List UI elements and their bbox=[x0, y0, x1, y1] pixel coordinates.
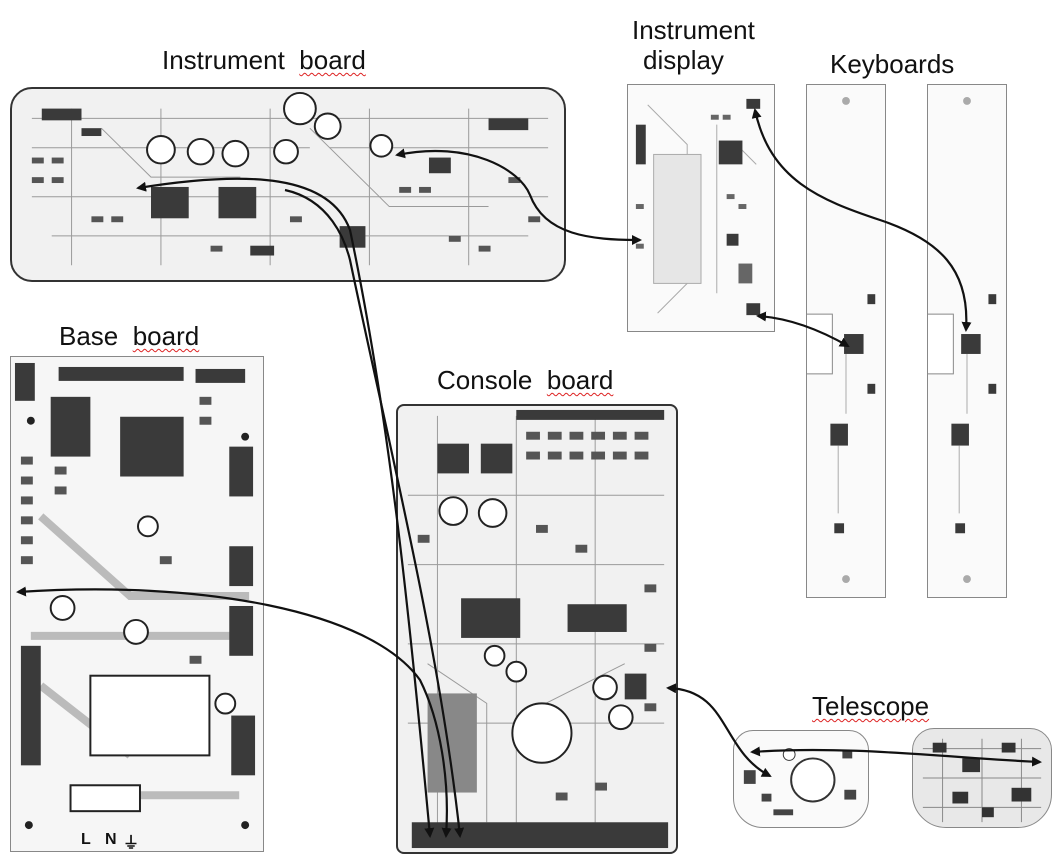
instrument-board-title-word: Instrument bbox=[162, 45, 285, 75]
base-board-title: Base board bbox=[59, 322, 199, 350]
instrument-board bbox=[10, 87, 566, 282]
terminal-neutral: N bbox=[105, 831, 117, 849]
console-board-title-word-2: board bbox=[547, 365, 614, 395]
instrument-display-circuit bbox=[628, 85, 774, 331]
console-board-circuit bbox=[398, 406, 676, 852]
console-board-title: Console board bbox=[437, 366, 613, 394]
telescope-board-2-circuit bbox=[913, 729, 1051, 827]
keyboard-1-circuit bbox=[807, 85, 885, 597]
terminal-earth-icon: ⏚ bbox=[123, 829, 139, 852]
instrument-display-title-line1: Instrument bbox=[632, 16, 755, 44]
terminal-live: L bbox=[81, 831, 91, 849]
keyboard-2 bbox=[927, 84, 1007, 598]
base-board-title-word: Base bbox=[59, 321, 118, 351]
base-board-circuit bbox=[11, 357, 263, 851]
console-board-title-word: Console bbox=[437, 365, 532, 395]
telescope-board-2 bbox=[912, 728, 1052, 828]
instrument-display bbox=[627, 84, 775, 332]
keyboards-title: Keyboards bbox=[830, 50, 954, 78]
console-board bbox=[396, 404, 678, 854]
instrument-board-title: Instrument board bbox=[162, 46, 366, 74]
telescope-title-word: Telescope bbox=[812, 691, 929, 721]
base-board-title-word-2: board bbox=[133, 321, 200, 351]
base-board: L N ⏚ bbox=[10, 356, 264, 852]
telescope-board-1-circuit bbox=[734, 731, 868, 827]
telescope-title: Telescope bbox=[812, 692, 929, 720]
instrument-board-title-word-2: board bbox=[299, 45, 366, 75]
keyboard-2-circuit bbox=[928, 85, 1006, 597]
telescope-board-1 bbox=[733, 730, 869, 828]
instrument-display-title-line2: display bbox=[643, 46, 724, 74]
keyboard-1 bbox=[806, 84, 886, 598]
instrument-board-circuit bbox=[12, 89, 564, 280]
